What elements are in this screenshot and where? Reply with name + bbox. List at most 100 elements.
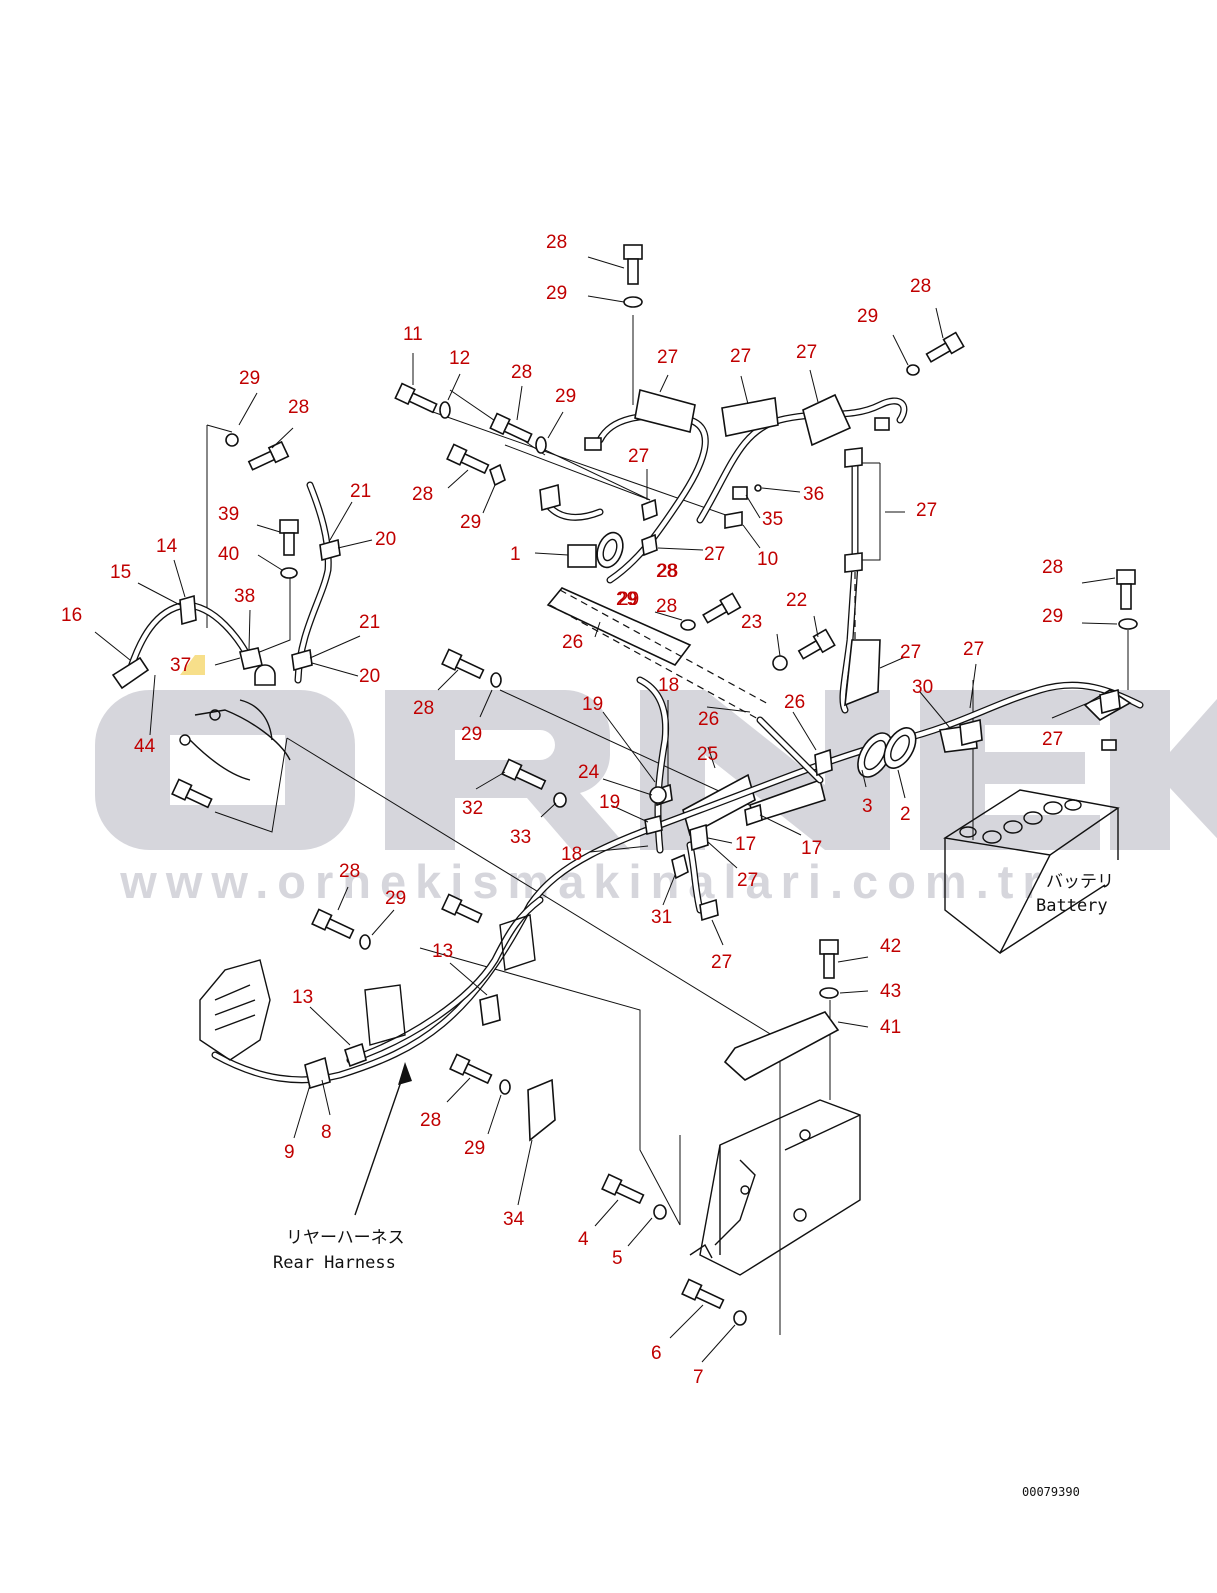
callout: 20 (359, 666, 380, 687)
washer-5 (653, 1204, 667, 1220)
rear-harness-label-en: Rear Harness (273, 1253, 396, 1273)
washer-33 (553, 792, 567, 808)
callout: 28 (1042, 557, 1063, 578)
callout: 28 (339, 861, 360, 882)
washer-43 (819, 987, 839, 999)
battery-label-jp: バッテリ (1046, 872, 1114, 892)
clip-9 (304, 1056, 331, 1090)
clip-17-a (689, 823, 709, 852)
clip-21-top (319, 538, 341, 562)
bolt-32 (501, 758, 547, 791)
callout: 11 (403, 324, 423, 345)
callout: 44 (134, 736, 156, 757)
callout: 6 (651, 1343, 662, 1364)
washer-29-g (499, 1079, 511, 1095)
clip-26 (814, 748, 833, 777)
callout: 28 (656, 561, 677, 582)
connector-top-left (584, 437, 602, 451)
clip-27-a (699, 898, 719, 922)
callout: 15 (110, 562, 131, 583)
rear-harness-arrow: リヤーハーネス Rear Harness (273, 1062, 412, 1273)
callout: 20 (375, 529, 396, 550)
connector-1 (567, 544, 597, 568)
callout: 16 (61, 605, 82, 626)
callout: 7 (693, 1367, 704, 1388)
callout: 38 (234, 586, 255, 607)
battery: バッテリ Battery (943, 789, 1120, 955)
callout: 39 (218, 504, 239, 525)
connector-right (1101, 739, 1117, 751)
rear-harness-label-jp: リヤーハーネス (286, 1228, 405, 1248)
callout: 17 (735, 834, 756, 855)
callout: 36 (803, 484, 824, 505)
callout: 14 (156, 536, 178, 557)
callout: 29 (1042, 606, 1063, 627)
bolt-28-right (1116, 569, 1136, 610)
callout: 29 (461, 724, 482, 745)
leader-lines (94, 256, 1129, 1363)
washer-29-d (906, 364, 920, 376)
callout: 37 (170, 655, 191, 676)
callout: 30 (912, 677, 933, 698)
clip-38 (239, 647, 263, 670)
callout: 27 (704, 544, 725, 565)
callout: 31 (651, 907, 672, 928)
clip-30 (959, 718, 983, 747)
clip-27-d (844, 447, 863, 468)
callout: 27 (711, 952, 732, 973)
callout: 27 (900, 642, 921, 663)
washer-29-top (623, 296, 643, 308)
callout: 18 (561, 844, 582, 865)
callout: 27 (796, 342, 817, 363)
washer-29-h (225, 433, 239, 447)
callout: 27 (963, 639, 984, 660)
bracket-26-top (546, 587, 692, 667)
callout: 21 (350, 481, 371, 502)
clip-24 (649, 786, 667, 804)
callout: 34 (503, 1209, 525, 1230)
callout: 27 (657, 347, 678, 368)
bolt-42 (819, 939, 839, 979)
dashed-guides (549, 560, 856, 721)
callout: 33 (510, 827, 531, 848)
clip-13-b (479, 993, 501, 1027)
callout: 28 (656, 596, 677, 617)
callout: 27 (1042, 729, 1063, 750)
clip-27-c (641, 533, 658, 557)
clip-17-b (744, 803, 763, 827)
callout: 29 (239, 368, 260, 389)
clip-16-highlight (111, 656, 150, 690)
callout: 8 (321, 1122, 332, 1143)
callout: 26 (698, 709, 719, 730)
left-small-harness (179, 699, 291, 781)
callout: 26 (562, 632, 583, 653)
callout: 12 (449, 348, 470, 369)
washer-29-f (359, 934, 371, 950)
bolt-28-e (441, 648, 485, 680)
clip-27-f (1099, 688, 1121, 715)
connector-35 (732, 486, 748, 500)
washer-29-c (680, 619, 696, 631)
callout: 42 (880, 936, 901, 957)
callout: 27 (730, 346, 751, 367)
clip-14 (179, 594, 197, 626)
callout: 5 (612, 1248, 623, 1269)
clip-27-e (844, 552, 863, 573)
connector-mid (539, 483, 561, 512)
callout: 9 (284, 1142, 295, 1163)
callout: 28 (511, 362, 532, 383)
clip-19 (644, 814, 663, 836)
callout: 32 (462, 798, 483, 819)
bolt-28-d (925, 331, 965, 363)
callout: 28 (657, 561, 678, 582)
callout: 22 (786, 590, 807, 611)
callout: 25 (697, 744, 718, 765)
callout: 28 (288, 397, 309, 418)
bracket-41 (723, 1011, 840, 1081)
callout: 29 (618, 589, 639, 610)
bolt-4 (601, 1173, 645, 1205)
callout: 43 (880, 981, 901, 1002)
callout: 29 (555, 386, 576, 407)
connector-top-right (874, 417, 890, 431)
